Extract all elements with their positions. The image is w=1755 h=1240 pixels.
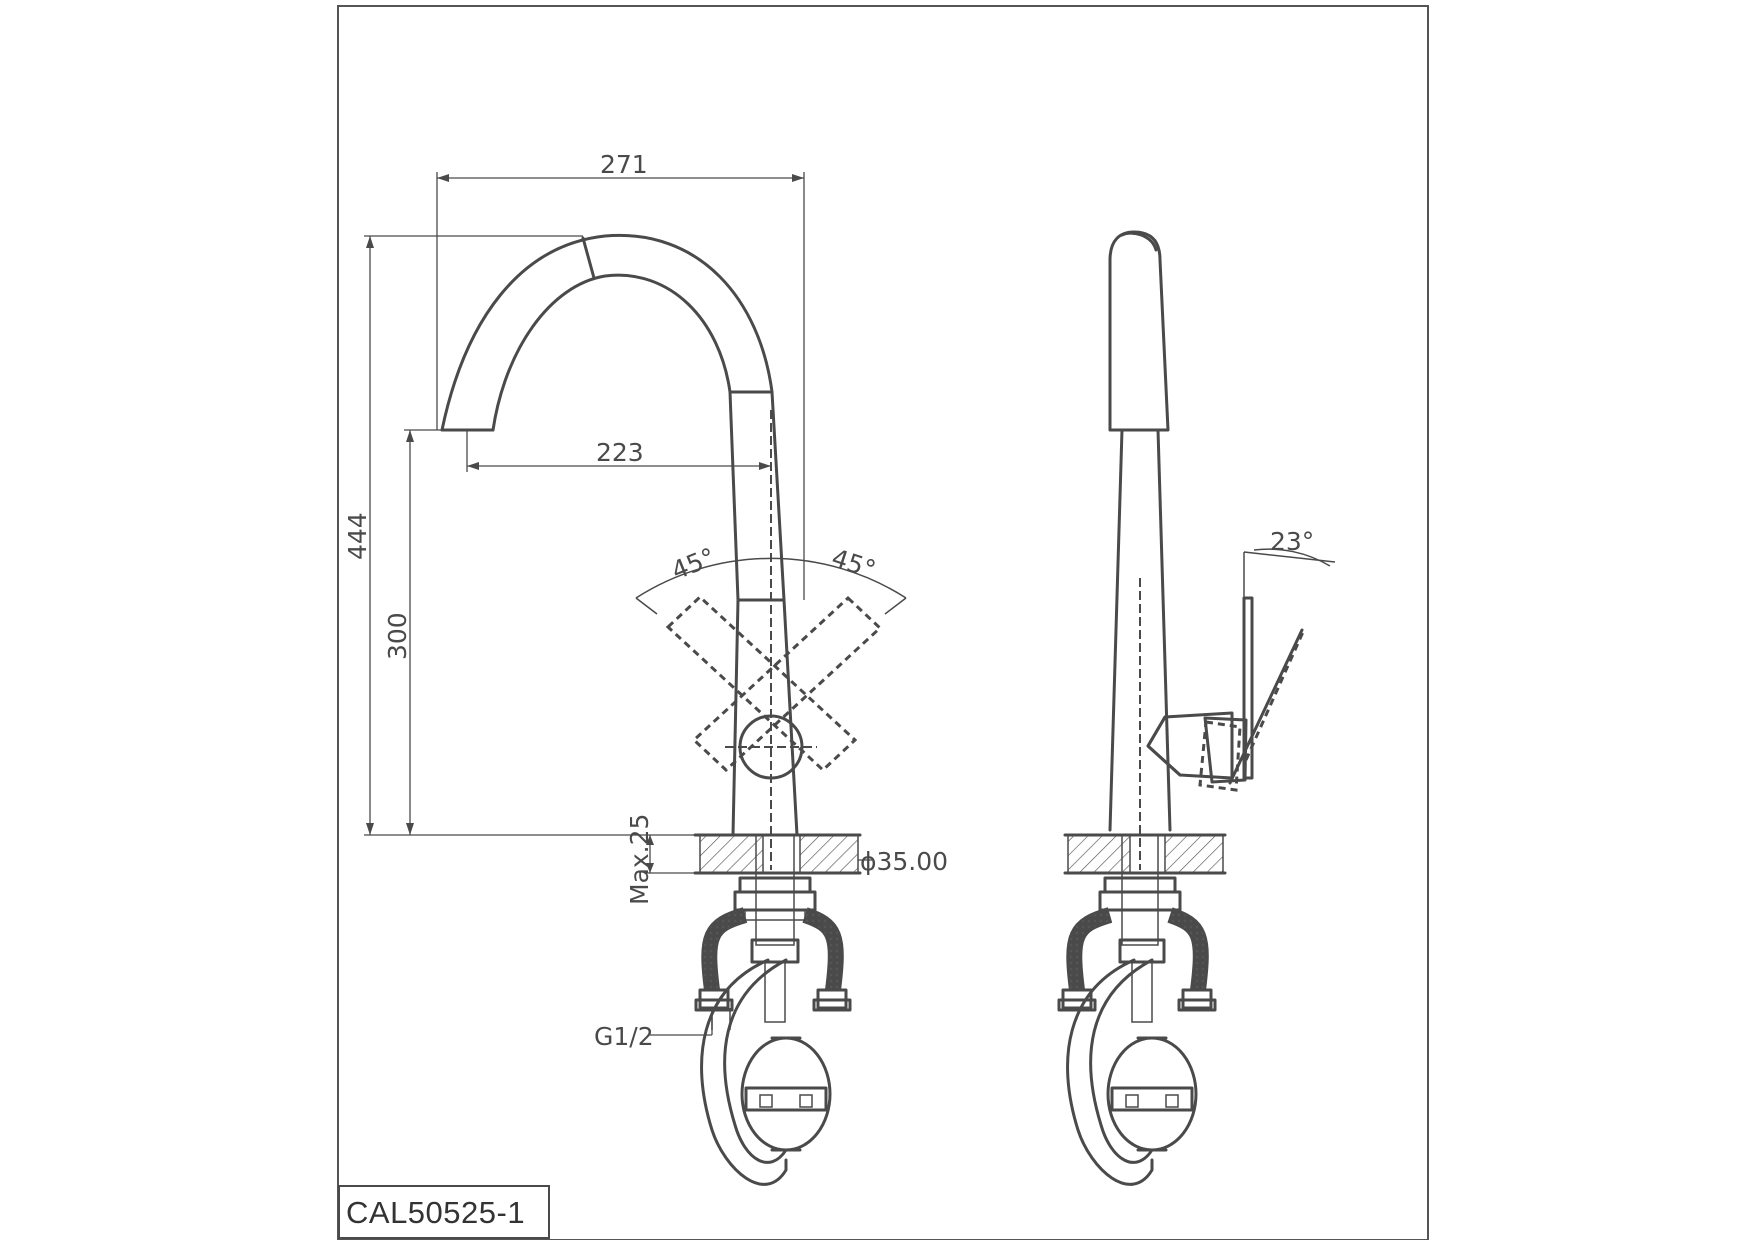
dim-300-label: 300 [383,612,412,660]
side-fixing [1098,834,1182,1023]
dim-271-label: 271 [600,150,648,179]
dim-phi35-label: ϕ35.00 [860,847,948,876]
dimension-lines [364,172,872,1036]
dim-g12-label: G1/2 [594,1022,654,1051]
dim-swivel-right-label: 45° [828,543,879,584]
drawing-frame [337,5,1429,1240]
side-lever [1146,548,1336,792]
dim-223-label: 223 [596,438,644,467]
side-view [1057,230,1336,1186]
front-hoses [694,907,852,1030]
dim-444-label: 444 [343,512,372,560]
dim-lever-angle-label: 23° [1270,527,1314,556]
front-spout [440,233,804,837]
side-deck [1063,833,1227,875]
dim-max25-label: Max.25 [625,814,654,905]
front-handle-rotations [635,410,907,870]
dim-swivel-left-label: 45° [667,542,719,585]
side-pullout-hose [1066,958,1198,1186]
front-deck [693,833,862,875]
front-fixing [733,834,817,1023]
front-pullout-hose [700,958,832,1186]
model-code: CAL50525-1 [346,1195,526,1230]
side-hoses [1057,907,1217,1012]
dimension-labels: 271 223 444 300 Max.25 ϕ35.00 G1/2 45° 4… [343,150,1314,1051]
model-code-box: CAL50525-1 [338,1185,550,1239]
front-view [440,233,907,1186]
side-spout [1108,230,1172,870]
